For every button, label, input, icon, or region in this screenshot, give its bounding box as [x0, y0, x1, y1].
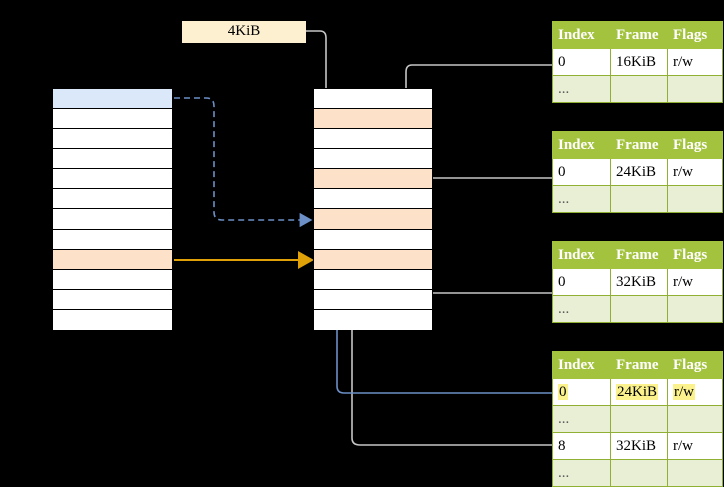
table-cell	[667, 185, 723, 213]
physical-memory-column	[313, 88, 433, 330]
column-header-index: Index	[552, 21, 611, 49]
highlighted-value: r/w	[673, 383, 695, 400]
table-cell: 24KiB	[610, 158, 668, 186]
virtual-page-cell-11	[53, 309, 172, 330]
table-cell: ...	[552, 75, 611, 103]
table-cell: 16KiB	[610, 48, 668, 76]
table-row: ...	[552, 295, 723, 323]
table-cell: 0	[552, 378, 611, 406]
wire-virt-to-phys-dashed	[174, 97, 313, 228]
table-cell: 0	[552, 268, 611, 296]
virtual-page-cell-7	[53, 229, 172, 250]
table-cell: 0	[552, 158, 611, 186]
table-row: ...	[552, 405, 723, 433]
column-header-flags: Flags	[667, 351, 723, 379]
column-header-frame: Frame	[610, 21, 668, 49]
physical-frame-cell-7	[314, 229, 432, 250]
column-header-index: Index	[552, 241, 611, 269]
table-row: ...	[552, 185, 723, 213]
virtual-page-cell-2	[53, 129, 172, 150]
table-cell: ...	[552, 295, 611, 323]
table-cell: r/w	[667, 432, 723, 460]
virtual-page-cell-1	[53, 109, 172, 130]
column-header-frame: Frame	[610, 351, 668, 379]
virtual-page-cell-4	[53, 169, 172, 190]
table-cell: r/w	[667, 48, 723, 76]
table-cell: 0	[552, 48, 611, 76]
table-cell: r/w	[667, 158, 723, 186]
physical-frame-cell-2	[314, 129, 432, 150]
table-cell: 24KiB	[610, 378, 668, 406]
virtual-page-cell-5	[53, 189, 172, 210]
column-header-flags: Flags	[667, 131, 723, 159]
column-header-flags: Flags	[667, 21, 723, 49]
table-cell	[667, 405, 723, 433]
highlighted-value: 0	[558, 383, 568, 400]
table-cell: 32KiB	[610, 432, 668, 460]
virtual-page-cell-0	[53, 89, 172, 110]
column-header-frame: Frame	[610, 131, 668, 159]
table-cell	[610, 185, 668, 213]
table-cell: ...	[552, 405, 611, 433]
physical-frame-cell-4	[314, 169, 432, 190]
virtual-page-cell-8	[53, 249, 172, 270]
table-cell: r/w	[667, 378, 723, 406]
physical-frame-cell-9	[314, 269, 432, 290]
table-cell	[667, 75, 723, 103]
physical-frame-cell-5	[314, 189, 432, 210]
virtual-page-cell-3	[53, 149, 172, 170]
virtual-page-cell-6	[53, 209, 172, 230]
table-cell: ...	[552, 459, 611, 487]
physical-frame-cell-11	[314, 309, 432, 330]
physical-frame-cell-0	[314, 89, 432, 110]
table-row: ...	[552, 75, 723, 103]
table-cell: r/w	[667, 268, 723, 296]
table-cell	[667, 459, 723, 487]
physical-frame-cell-1	[314, 109, 432, 130]
table-cell: 32KiB	[610, 268, 668, 296]
physical-frame-cell-10	[314, 289, 432, 310]
table-cell: 8	[552, 432, 611, 460]
highlighted-value: 24KiB	[616, 383, 659, 400]
table-row: ...	[552, 459, 723, 487]
table-cell	[610, 295, 668, 323]
virtual-address-space-column	[52, 88, 173, 330]
physical-frame-cell-6	[314, 209, 432, 230]
table-cell	[610, 405, 668, 433]
table-cell	[610, 75, 668, 103]
table-cell: ...	[552, 185, 611, 213]
physical-frame-cell-8	[314, 249, 432, 270]
column-header-index: Index	[552, 351, 611, 379]
table-cell	[667, 295, 723, 323]
column-header-frame: Frame	[610, 241, 668, 269]
table-row: 0 24KiB r/w	[552, 378, 723, 406]
column-header-flags: Flags	[667, 241, 723, 269]
column-header-index: Index	[552, 131, 611, 159]
table-cell	[610, 459, 668, 487]
virtual-page-cell-9	[53, 269, 172, 290]
virtual-page-cell-10	[53, 289, 172, 310]
physical-frame-cell-3	[314, 149, 432, 170]
page-size-label: 4KiB	[182, 21, 306, 43]
